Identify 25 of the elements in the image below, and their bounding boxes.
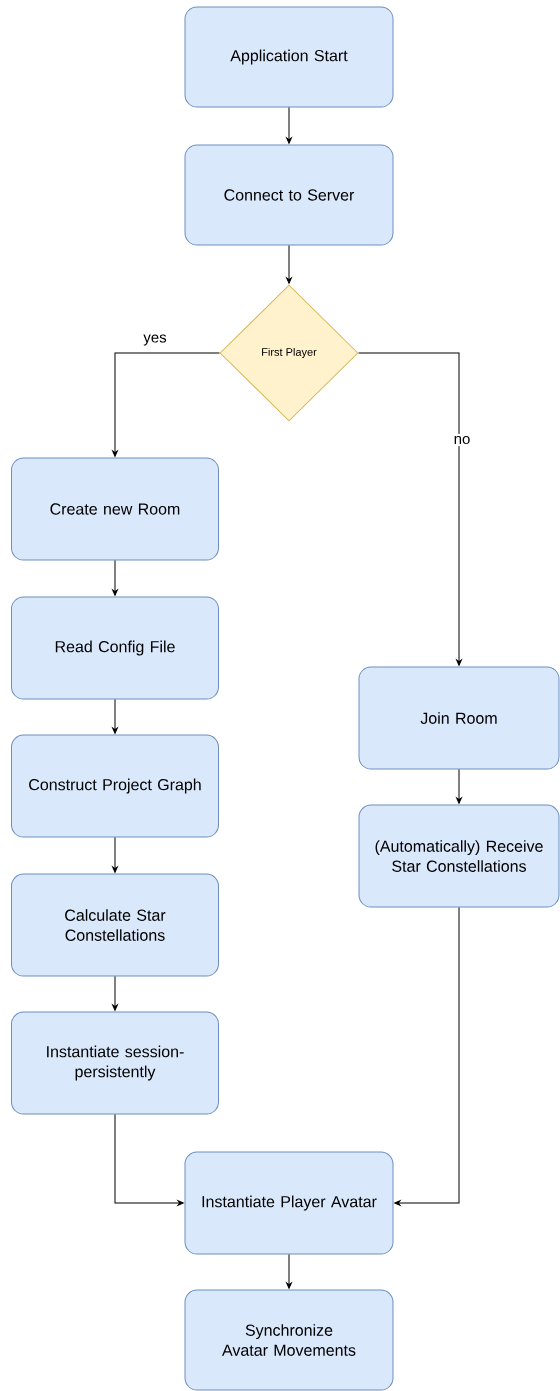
process-box: Create new Room [11,457,219,561]
arrow [114,1114,184,1206]
arrow [358,352,462,666]
process-box: Application Start [184,6,394,108]
process-box: Join Room [358,666,560,770]
arrow [112,560,118,596]
process-box: Synchronize Avatar Movements [184,1289,394,1391]
arrow [112,352,220,457]
process-box: Calculate Star Constellations [11,873,219,977]
arrow [286,1254,292,1289]
edge-label: yes [141,332,169,348]
arrow [456,769,462,804]
process-box: Construct Project Graph [11,734,219,838]
process-box: Read Config File [11,596,219,700]
process-box: Instantiate session-persistently [11,1011,219,1115]
process-box: (Automatically) Receive Star Constellations [358,804,560,908]
arrow [112,699,118,734]
arrow [286,245,292,284]
arrow [112,837,118,873]
process-box: Connect to Server [184,144,394,246]
edge-label: no [451,433,473,447]
arrow [394,907,460,1206]
arrow [112,976,118,1011]
process-box: Instantiate Player Avatar [184,1151,394,1255]
arrow [286,107,292,144]
